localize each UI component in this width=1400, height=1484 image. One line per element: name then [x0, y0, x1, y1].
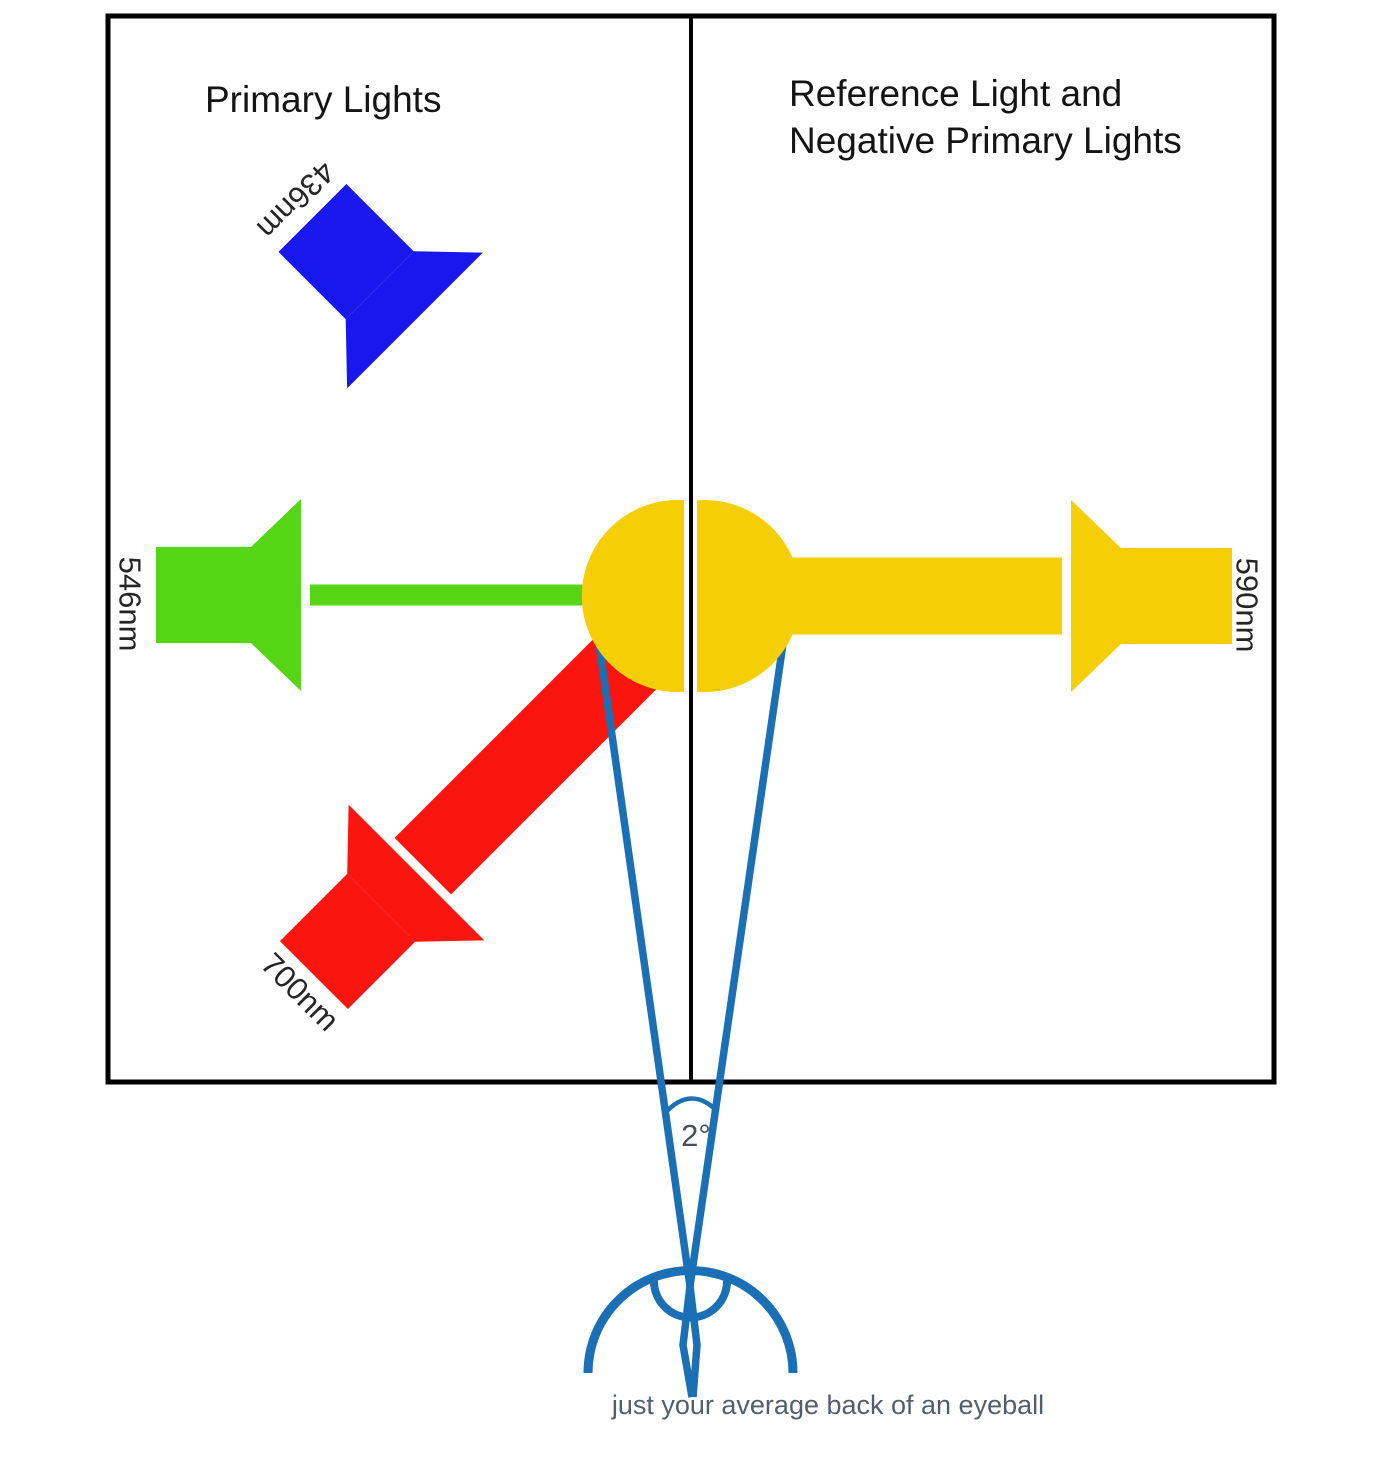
left-panel-title: Primary Lights — [205, 79, 441, 120]
blue-primary-light — [278, 184, 483, 389]
eye-sight-lines — [583, 607, 798, 1398]
blue-lamp-body — [278, 184, 414, 320]
green-primary-wavelength-label: 546nm — [113, 557, 148, 652]
reference-wavelength-label: 590nm — [1230, 558, 1265, 653]
right-panel-title-line1: Reference Light and — [789, 73, 1122, 114]
reference-light-beam — [772, 557, 1062, 635]
eyeball-caption: just your average back of an eyeball — [611, 1390, 1044, 1420]
experiment-box-border — [105, 13, 1277, 1085]
visual-angle-label: 2° — [681, 1118, 711, 1153]
eyeball-back-arc — [583, 1266, 798, 1374]
green-lamp-cone — [251, 499, 301, 691]
green-primary-light — [156, 499, 620, 691]
red-primary-light — [280, 625, 664, 1009]
reference-lamp-cone — [1071, 500, 1121, 692]
right-panel-title-line2: Negative Primary Lights — [789, 120, 1182, 161]
bipartite-field-left-half — [581, 500, 684, 692]
red-light-beam — [394, 625, 664, 895]
red-lamp-cone — [347, 804, 485, 942]
green-light-beam — [310, 584, 620, 606]
bipartite-field-right-half — [697, 499, 801, 692]
red-lamp-body — [280, 873, 416, 1009]
reference-light — [772, 500, 1232, 692]
reference-lamp-body — [1121, 548, 1232, 644]
eye-lens-arc — [650, 1280, 731, 1322]
green-lamp-body — [156, 547, 251, 643]
blue-lamp-cone — [345, 251, 483, 389]
visual-angle-arc — [663, 1096, 719, 1115]
bipartite-field — [581, 499, 801, 692]
